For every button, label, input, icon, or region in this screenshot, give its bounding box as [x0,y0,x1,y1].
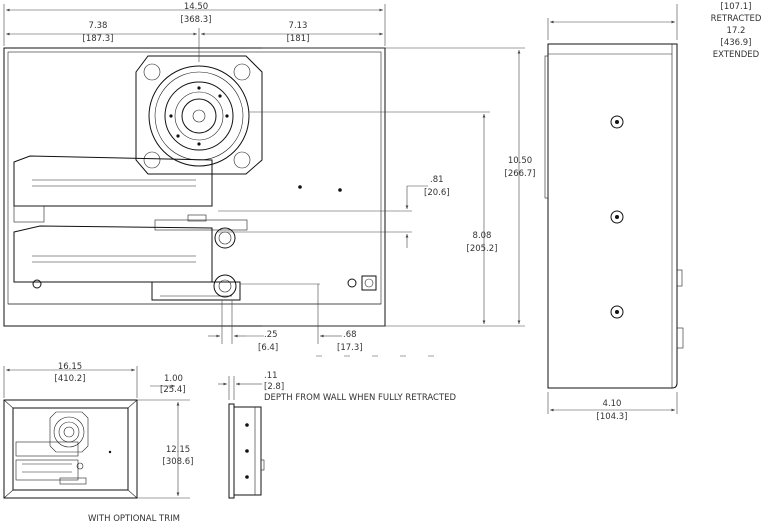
overall-height-in: 10.50 [508,156,532,166]
left-width-in: 7.38 [89,21,108,31]
trim-width-in: 16.15 [58,362,82,372]
trim-side-view: .11 [2.8] DEPTH FROM WALL WHEN FULLY RET… [218,371,457,499]
upper-arm [13,155,342,223]
center-height-in: 8.08 [473,231,492,241]
trim-depth-in: .11 [264,371,278,381]
offset-68-mm: [17.3] [337,343,363,353]
trim-height-mm: [308.6] [163,457,194,467]
offset-81-mm: [20.6] [424,188,450,198]
lower-arm [13,214,377,301]
depth-retracted-label: RETRACTED [711,14,762,24]
offset-68-in: .68 [343,330,357,340]
right-width-in: 7.13 [289,21,308,31]
left-width-mm: [187.3] [83,34,114,44]
trim-depth-note: DEPTH FROM WALL WHEN FULLY RETRACTED [264,393,457,403]
side-view: [107.1] RETRACTED 17.2 [436.9] EXTENDED … [544,2,762,422]
side-width-in: 4.10 [603,399,622,409]
center-height-mm: [205.2] [467,244,498,254]
depth-extended-label: EXTENDED [713,50,760,60]
front-view: 14.50 [368.3] 7.38 [187.3] 7.13 [181] 10… [3,2,536,357]
overall-height-mm: [266.7] [505,169,536,179]
trim-margin-mm: [25.4] [160,385,186,395]
overall-width-mm: [368.3] [181,15,212,25]
depth-extended-in: 17.2 [727,26,746,36]
caption: WITH OPTIONAL TRIM [88,514,180,524]
right-width-mm: [181] [287,34,310,44]
trim-margin-in: 1.00 [164,374,183,384]
side-width-mm: [104.3] [597,412,628,422]
trim-front-view: 16.15 [410.2] 1.00 [25.4] 12.15 [308.6] [3,362,194,499]
offset-25-mm: [6.4] [258,343,278,353]
offset-81-in: .81 [430,175,444,185]
overall-width-in: 14.50 [184,2,208,12]
depth-extended-mm: [436.9] [721,38,752,48]
depth-retracted-mm: [107.1] [721,2,752,12]
trim-height-in: 12.15 [166,445,190,455]
mounting-plate [135,55,263,175]
offset-25-in: .25 [264,330,278,340]
trim-width-mm: [410.2] [55,374,86,384]
trim-depth-mm: [2.8] [264,382,284,392]
